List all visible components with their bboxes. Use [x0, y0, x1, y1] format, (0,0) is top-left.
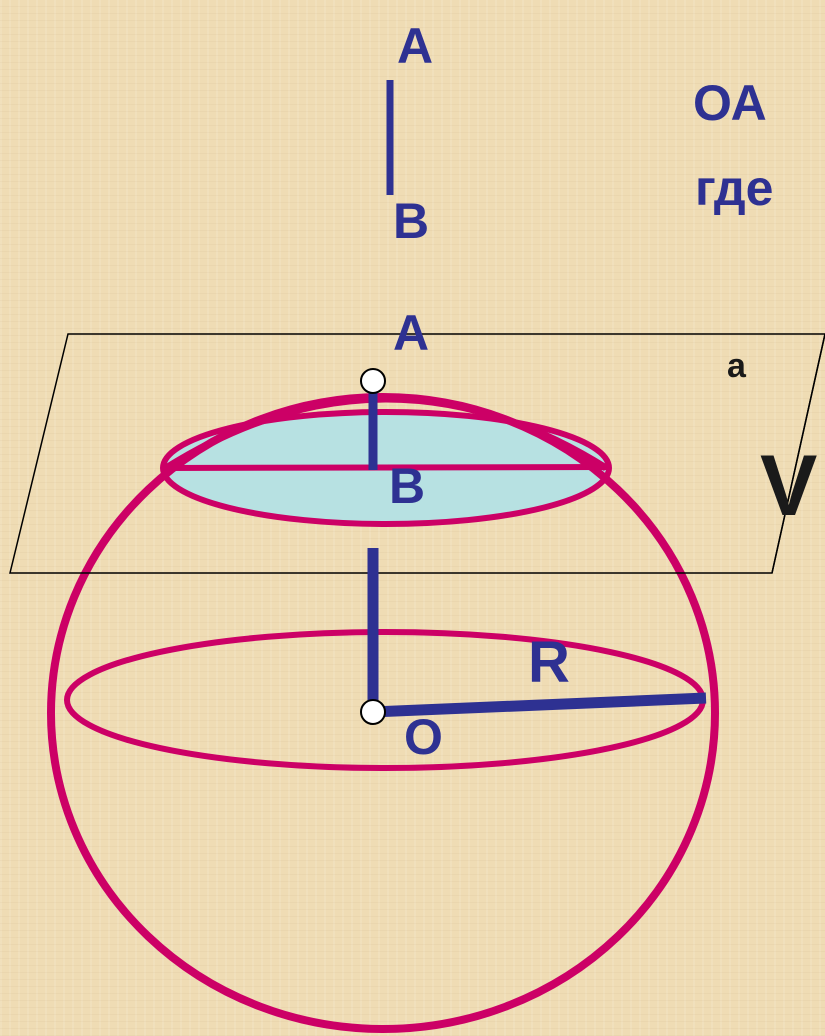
- heading-line2: где: [695, 160, 773, 216]
- sphere-outline: [47, 393, 719, 1033]
- label-top-b: B: [393, 193, 429, 249]
- cutting-plane-right-edge: [771, 333, 825, 574]
- label-center-o: O: [404, 709, 443, 765]
- label-top-a: A: [397, 18, 433, 74]
- point-a-marker: [360, 368, 386, 394]
- label-volume-v: V: [760, 438, 817, 534]
- radius-segment: [372, 692, 707, 718]
- label-radius: R: [528, 630, 570, 695]
- heading-line1: ОА: [693, 75, 767, 131]
- label-cap-b: B: [389, 458, 425, 514]
- point-o-marker: [360, 699, 386, 725]
- label-plane-a: A: [393, 305, 429, 361]
- label-plane-name: a: [727, 347, 747, 385]
- cap-section-diameter: [162, 464, 610, 471]
